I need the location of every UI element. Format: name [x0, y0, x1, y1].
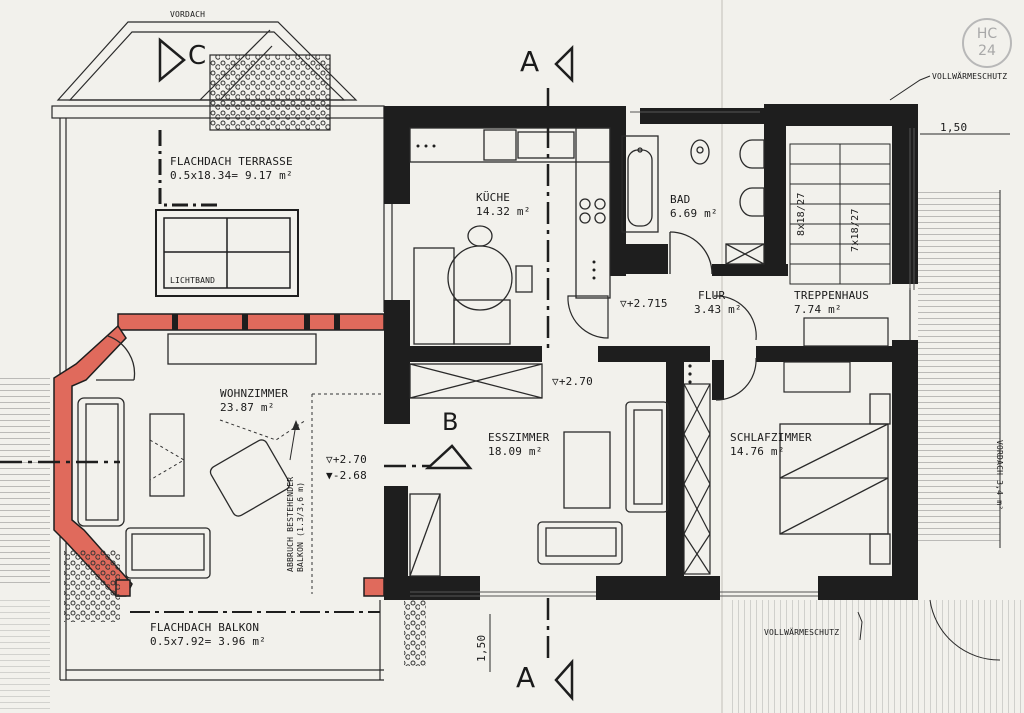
flur-doors: [713, 288, 911, 401]
room-wohnzimmer-area: 23.87 m²: [220, 401, 275, 414]
stairs: [789, 143, 891, 285]
abbruch-label-2: BALKON (1.3/3,6 m): [296, 481, 305, 572]
leader-lines: [489, 75, 1010, 672]
room-flur-area: 3.43 m²: [694, 303, 742, 316]
bath-fixtures: [621, 135, 765, 275]
cabinet-cross: [683, 383, 711, 575]
room-terrasse-name: FLACHDACH TERRASSE: [170, 155, 293, 168]
level-flur: ▽+2.715: [620, 297, 668, 310]
section-a-top: A: [520, 45, 540, 78]
ess-dots: [688, 364, 692, 384]
dim-150-top: 1,50: [940, 121, 968, 134]
wohnzimmer-furniture: [77, 333, 317, 579]
vordach-side-label: VORDACH 3,4 m²: [995, 440, 1004, 511]
section-b: B: [442, 408, 459, 436]
wohn-dashes: [149, 393, 384, 594]
kitchen-dots: [416, 144, 596, 280]
section-a-bottom: A: [516, 661, 536, 694]
kitchen-furniture: [409, 127, 611, 345]
room-schlafzimmer-name: SCHLAFZIMMER: [730, 431, 812, 444]
level-wohn-a: ▽+2.70: [326, 453, 367, 466]
level-ess: ▽+2.70: [552, 375, 593, 388]
walls: [384, 104, 918, 600]
room-wohnzimmer-name: WOHNZIMMER: [220, 387, 289, 400]
dim-150-bottom: 1,50: [475, 634, 488, 662]
room-schlafzimmer-area: 14.76 m²: [730, 445, 785, 458]
stairs-right-label: 7x18/27: [850, 208, 861, 252]
left-deck: [0, 376, 50, 586]
right-deck: [0, 190, 1024, 713]
logo-line2: 24: [978, 43, 996, 59]
lichtband-skylight: [155, 209, 299, 297]
esszimmer-furniture: [409, 363, 669, 577]
kitchen-door: [567, 295, 609, 339]
logo-line1: HC: [976, 26, 998, 42]
section-lines: [0, 88, 550, 664]
level-wohn-b: ▼-2.68: [326, 469, 367, 482]
room-terrasse-area: 0.5x18.34= 9.17 m²: [170, 169, 293, 182]
lichtband-label: LICHTBAND: [170, 276, 216, 285]
vollwaermeschutz-bottom-label: VOLLWÄRMESCHUTZ: [764, 628, 840, 637]
room-balkon-name: FLACHDACH BALKON: [150, 621, 260, 634]
room-bad-name: BAD: [670, 193, 691, 206]
section-marker-shapes: [158, 37, 574, 702]
abbruch-label: ABBRUCH BESTEHENDER: [286, 476, 295, 572]
room-esszimmer-area: 18.09 m²: [488, 445, 543, 458]
schlafzimmer-bed: [779, 393, 891, 565]
vollwaermeschutz-top-label: VOLLWÄRMESCHUTZ: [932, 72, 1008, 81]
vordach-top-label: VORDACH: [170, 10, 206, 19]
balkon-area: [64, 550, 426, 666]
room-flur-name: FLUR: [698, 289, 726, 302]
hc24-logo: HC 24: [962, 18, 1012, 68]
section-c: C: [188, 41, 207, 71]
window-frames: [172, 314, 340, 330]
room-balkon-area: 0.5x7.92= 3.96 m²: [150, 635, 266, 648]
terrace-dashline: [158, 130, 222, 207]
room-treppenhaus-name: TREPPENHAUS: [794, 289, 870, 302]
facade-windows: [410, 111, 915, 597]
room-treppenhaus-area: 7.74 m²: [794, 303, 842, 316]
room-bad-area: 6.69 m²: [670, 207, 718, 220]
room-kueche-area: 14.32 m²: [476, 205, 531, 218]
room-kueche-name: KÜCHE: [476, 191, 511, 204]
stairs-left-label: 8x18/27: [796, 192, 807, 236]
room-esszimmer-name: ESSZIMMER: [488, 431, 550, 444]
